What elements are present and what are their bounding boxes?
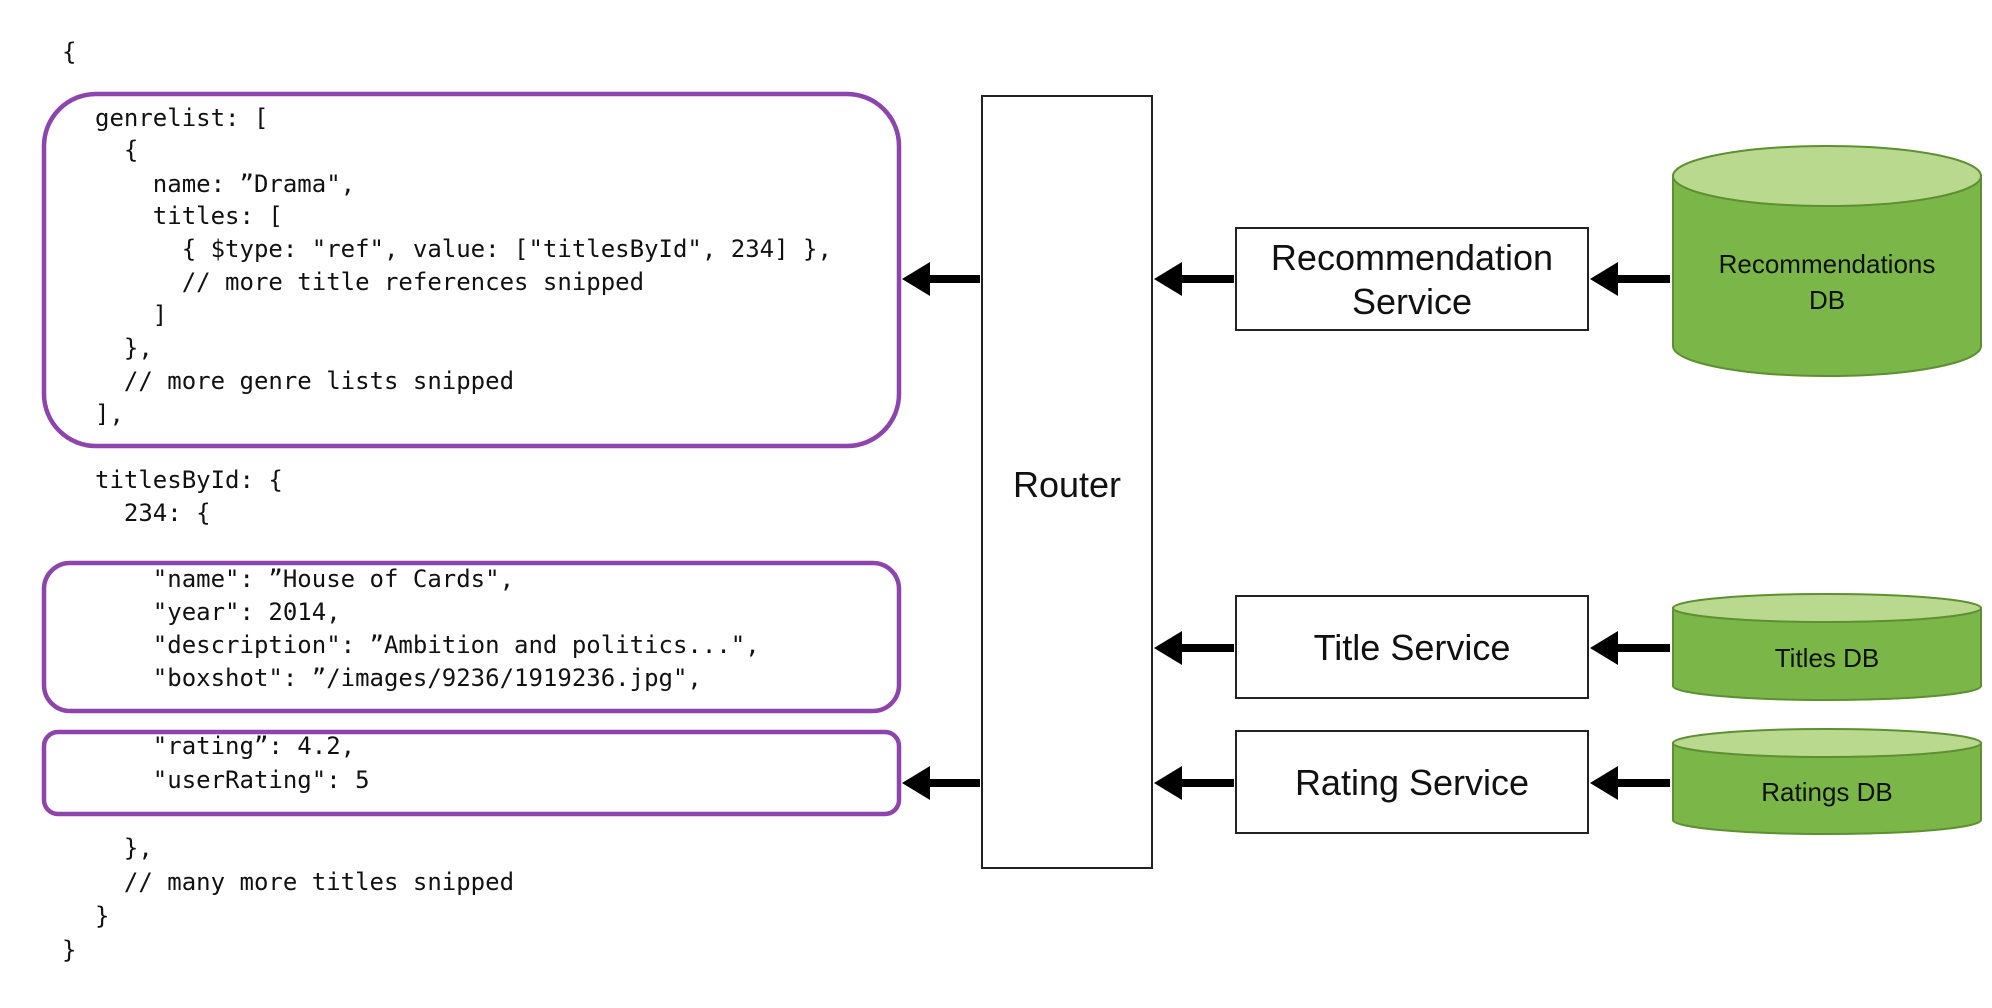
code-line-16: "boxshot": ”/images/9236/1919236.jpg", (95, 664, 702, 692)
code-line-4: titles: [ (95, 202, 283, 230)
recommendation-service-box (1235, 227, 1589, 331)
title-service-label: Title Service (1314, 627, 1511, 668)
recommendations-db-label-line1: Recommendations (1719, 249, 1936, 279)
rating-service-box (1235, 730, 1589, 834)
code-line-10: ], (95, 400, 124, 428)
recommendation-service-label-line1: Recommendation (1271, 237, 1553, 278)
recommendation-service-label-line2: Service (1352, 281, 1472, 322)
ratings-db-top (1672, 728, 1982, 758)
arrow-recommendation-service-to-router (1154, 262, 1234, 296)
code-line-5: { $type: "ref", value: ["titlesById", 23… (95, 235, 832, 263)
arrow-title-service-to-router (1154, 631, 1234, 665)
code-line-20: // many more titles snipped (95, 868, 514, 896)
code-line-6: // more title references snipped (95, 268, 644, 296)
router-box (981, 95, 1153, 869)
code-line-18: "userRating": 5 (95, 766, 370, 794)
arrow-router-to-rating (902, 766, 980, 800)
code-line-7: ] (95, 301, 167, 329)
titles-db-body (1672, 607, 1982, 701)
arrow-router-to-genrelist (902, 262, 980, 296)
ratings-db-body (1672, 742, 1982, 835)
title-details-highlight (41, 560, 902, 714)
code-line-21: } (95, 902, 109, 930)
code-line-11: titlesById: { (95, 466, 283, 494)
ratings-db-label: Ratings DB (1761, 777, 1893, 807)
code-line-1: genrelist: [ (95, 104, 268, 132)
arrow-recommendations-db-to-service (1590, 262, 1670, 296)
recommendations-db-label-line2: DB (1809, 285, 1845, 315)
arrow-ratings-db-to-service (1590, 766, 1670, 800)
code-line-9: // more genre lists snipped (95, 367, 514, 395)
code-line-12: 234: { (95, 499, 211, 527)
code-line-15: "description": ”Ambition and politics...… (95, 631, 760, 659)
rating-service-label: Rating Service (1295, 762, 1529, 803)
router-label: Router (1013, 464, 1121, 505)
titles-db-label: Titles DB (1775, 643, 1880, 673)
recommendations-db-body (1672, 175, 1982, 377)
ratings-db: Ratings DB (1672, 728, 1982, 835)
json-code-block: { genrelist: [ { name: ”Drama", titles: … (62, 38, 832, 964)
recommendations-db: Recommendations DB (1672, 145, 1982, 377)
code-line-8: }, (95, 334, 153, 362)
title-service-box (1235, 595, 1589, 699)
titles-db-top (1672, 593, 1982, 623)
code-line-14: "year": 2014, (95, 598, 341, 626)
code-line-3: name: ”Drama", (95, 170, 355, 198)
code-line-0: { (62, 38, 76, 66)
code-line-17: "rating”: 4.2, (95, 732, 355, 760)
arrow-rating-service-to-router (1154, 766, 1234, 800)
code-line-13: "name": ”House of Cards", (95, 565, 514, 593)
genrelist-highlight (41, 91, 902, 449)
code-line-2: { (95, 136, 138, 164)
code-line-22: } (62, 936, 76, 964)
rating-highlight (41, 729, 902, 817)
code-line-19: }, (95, 834, 153, 862)
arrow-titles-db-to-service (1590, 631, 1670, 665)
titles-db: Titles DB (1672, 593, 1982, 701)
recommendations-db-top (1672, 145, 1982, 207)
